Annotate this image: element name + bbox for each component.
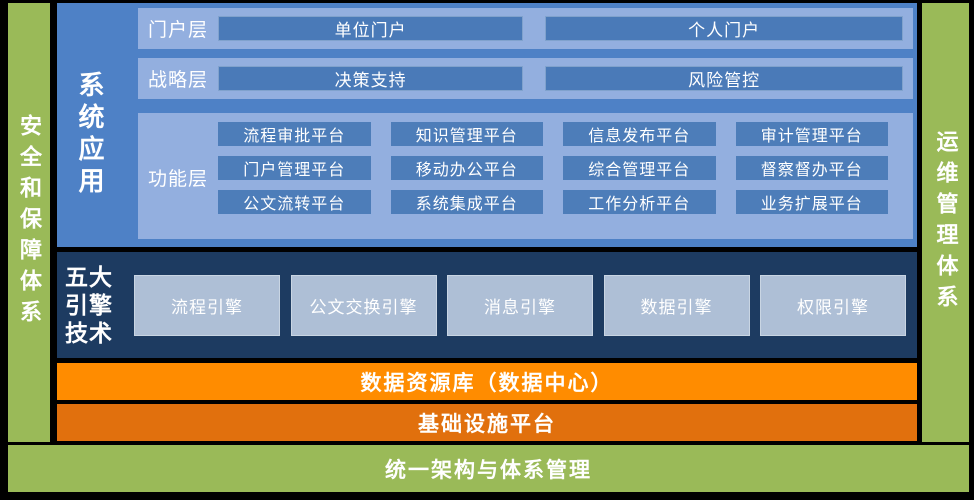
portal-layer-row: 门户层 单位门户 个人门户: [138, 8, 913, 49]
risk-control-box: 风险管控: [545, 66, 903, 91]
function-layer-row: 功能层 流程审批平台 知识管理平台 信息发布平台 审计管理平台 门户管理平台 移…: [138, 113, 913, 239]
platform-box: 工作分析平台: [563, 190, 716, 214]
data-engine-box: 数据引擎: [603, 274, 750, 336]
portal-layer-content: 单位门户 个人门户: [218, 16, 913, 41]
platform-box: 信息发布平台: [563, 122, 716, 146]
engine-box-list: 流程引擎 公文交换引擎 消息引擎 数据引擎 权限引擎: [134, 252, 906, 358]
five-engines-label-line: 引擎: [65, 292, 113, 318]
permission-engine-box: 权限引擎: [760, 274, 906, 336]
security-assurance-sidebar: 安全和保障体系: [8, 3, 50, 442]
workflow-engine-box: 流程引擎: [134, 274, 280, 336]
function-layer-label: 功能层: [147, 169, 208, 190]
five-engines-label: 五大 引擎 技术: [65, 252, 113, 358]
platform-box: 公文流转平台: [218, 190, 371, 214]
strategy-layer-row: 战略层 决策支持 风险管控: [138, 58, 913, 99]
platform-box: 门户管理平台: [218, 156, 371, 180]
ops-management-label: 运维管理体系: [933, 129, 959, 316]
layer-rows: 门户层 单位门户 个人门户 战略层 决策支持 风险管控 功能层 流程审批平台 知…: [138, 8, 913, 239]
function-platform-grid: 流程审批平台 知识管理平台 信息发布平台 审计管理平台 门户管理平台 移动办公平…: [218, 122, 913, 214]
five-engines-label-line: 五大: [65, 264, 113, 290]
platform-box: 综合管理平台: [563, 156, 716, 180]
message-engine-box: 消息引擎: [447, 274, 593, 336]
ops-management-sidebar: 运维管理体系: [922, 3, 969, 442]
portal-layer-label: 门户层: [147, 20, 208, 41]
platform-box: 流程审批平台: [218, 122, 371, 146]
platform-box: 审计管理平台: [735, 122, 888, 146]
five-engines-label-line: 技术: [65, 320, 113, 346]
unit-portal-box: 单位门户: [218, 16, 524, 41]
strategy-layer-content: 决策支持 风险管控: [218, 66, 913, 91]
document-exchange-engine-box: 公文交换引擎: [290, 274, 437, 336]
platform-box: 知识管理平台: [390, 122, 543, 146]
platform-box: 移动办公平台: [390, 156, 543, 180]
unified-architecture-bar: 统一架构与体系管理: [8, 445, 969, 492]
system-application-panel: 系统应用 门户层 单位门户 个人门户 战略层 决策支持 风险管控 功能层 流程审…: [57, 3, 917, 247]
platform-box: 业务扩展平台: [735, 190, 888, 214]
platform-box: 督察督办平台: [735, 156, 888, 180]
data-resource-center-bar: 数据资源库（数据中心）: [57, 363, 917, 400]
infrastructure-platform-bar: 基础设施平台: [57, 404, 917, 441]
security-assurance-label: 安全和保障体系: [17, 114, 42, 331]
strategy-layer-label: 战略层: [147, 70, 208, 91]
five-engines-panel: 五大 引擎 技术 流程引擎 公文交换引擎 消息引擎 数据引擎 权限引擎: [57, 252, 917, 358]
platform-box: 系统集成平台: [390, 190, 543, 214]
decision-support-box: 决策支持: [218, 66, 524, 91]
system-application-title-wrap: 系统应用: [75, 3, 105, 247]
personal-portal-box: 个人门户: [545, 16, 903, 41]
system-application-title: 系统应用: [75, 71, 105, 199]
